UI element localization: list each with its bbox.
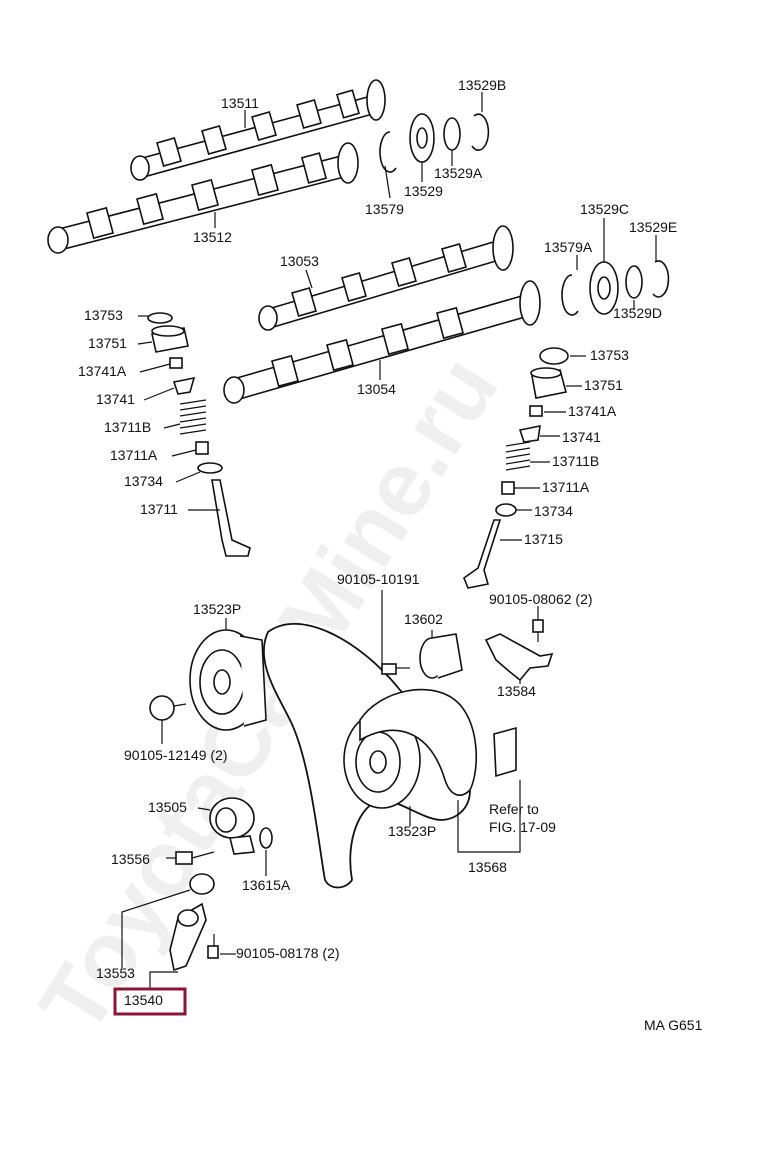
gear-13529C[interactable] <box>589 261 619 315</box>
label-13529E[interactable]: 13529E <box>629 219 677 235</box>
label-13711A-right[interactable]: 13711A <box>542 479 590 495</box>
part-labels: 13511 13512 13529B 13529A 13529 13579 13… <box>78 77 703 1033</box>
label-13540[interactable]: 13540 <box>124 992 163 1008</box>
tensioner-13540[interactable] <box>169 902 207 972</box>
diagram-code: MA G651 <box>644 1017 703 1033</box>
lifter-13751-right[interactable] <box>530 367 567 399</box>
timing-cover-13568[interactable] <box>359 688 478 796</box>
valve-13715[interactable] <box>463 519 502 589</box>
bolt-90105-10191[interactable] <box>381 663 410 675</box>
label-13529D[interactable]: 13529D <box>613 305 662 321</box>
label-13054[interactable]: 13054 <box>357 381 396 397</box>
label-13753-right[interactable]: 13753 <box>590 347 629 363</box>
ring-13529D[interactable] <box>625 265 643 299</box>
snap-ring-13529E[interactable] <box>652 260 670 298</box>
label-13579[interactable]: 13579 <box>365 201 404 217</box>
label-13711B-right[interactable]: 13711B <box>552 453 599 469</box>
label-90105-10191[interactable]: 90105-10191 <box>337 571 420 587</box>
refer-cover-piece[interactable] <box>493 726 517 778</box>
ring-13529A[interactable] <box>443 117 461 151</box>
label-13584[interactable]: 13584 <box>497 683 536 699</box>
keeper-13741A-right[interactable] <box>529 405 543 417</box>
label-13711B-left[interactable]: 13711B <box>104 419 151 435</box>
seal-13711A-left[interactable] <box>195 441 209 455</box>
snap-ring-13579A[interactable] <box>561 274 579 316</box>
retainer-13741-left[interactable] <box>172 376 196 395</box>
camshaft-pulley-13523P-top[interactable] <box>189 629 267 731</box>
camshaft-13511[interactable] <box>130 79 386 181</box>
label-13512[interactable]: 13512 <box>193 229 232 245</box>
label-13505[interactable]: 13505 <box>148 799 187 815</box>
label-13734-left[interactable]: 13734 <box>124 473 163 489</box>
lifter-13751-left[interactable] <box>151 325 189 353</box>
label-13529A[interactable]: 13529A <box>434 165 483 181</box>
spacer-13615A[interactable] <box>259 827 273 849</box>
washer-13734-right[interactable] <box>495 503 517 517</box>
label-refer-line1: Refer to <box>489 801 539 817</box>
label-13529C[interactable]: 13529C <box>580 201 629 217</box>
bracket-13584[interactable] <box>484 633 554 682</box>
label-refer-line2: FIG. 17-09 <box>489 819 556 835</box>
shim-13753-right[interactable] <box>539 347 569 365</box>
bolt-90105-08178[interactable] <box>207 934 219 959</box>
label-13753-left[interactable]: 13753 <box>84 307 123 323</box>
label-13711[interactable]: 13711 <box>140 501 178 517</box>
label-90105-08178[interactable]: 90105-08178 (2) <box>236 945 340 961</box>
seal-13711A-right[interactable] <box>501 481 515 495</box>
label-90105-08062[interactable]: 90105-08062 (2) <box>489 591 593 607</box>
label-13715[interactable]: 13715 <box>524 531 563 547</box>
spring-13711B-left[interactable] <box>179 399 207 435</box>
leader-lines <box>121 92 657 988</box>
gear-13529[interactable] <box>409 113 435 163</box>
shim-13753-left[interactable] <box>147 312 173 324</box>
label-13741-right[interactable]: 13741 <box>562 429 601 445</box>
label-13529B[interactable]: 13529B <box>458 77 506 93</box>
tensioner-pulley-13505[interactable] <box>209 797 256 855</box>
label-13741A-left[interactable]: 13741A <box>78 363 127 379</box>
highlight-box-13540 <box>113 987 187 1016</box>
label-13741-left[interactable]: 13741 <box>96 391 135 407</box>
retainer-13741-right[interactable] <box>518 424 541 443</box>
label-13511[interactable]: 13511 <box>221 95 259 111</box>
label-13529[interactable]: 13529 <box>404 183 443 199</box>
bolt-90105-08062[interactable] <box>532 619 544 642</box>
washer-13734-left[interactable] <box>197 462 223 474</box>
label-13053[interactable]: 13053 <box>280 253 319 269</box>
label-13615A[interactable]: 13615A <box>242 877 291 893</box>
valve-13711[interactable] <box>211 479 251 557</box>
label-13579A[interactable]: 13579A <box>544 239 593 255</box>
label-13602[interactable]: 13602 <box>404 611 443 627</box>
label-90105-12149[interactable]: 90105-12149 (2) <box>124 747 228 763</box>
camshaft-13053[interactable] <box>258 225 514 331</box>
snap-ring-13529B[interactable] <box>471 113 490 151</box>
snap-ring-13579[interactable] <box>379 131 397 173</box>
label-13523P-top[interactable]: 13523P <box>193 601 241 617</box>
camshaft-13512[interactable] <box>47 142 359 254</box>
camshaft-13054[interactable] <box>223 280 541 404</box>
bolt-13556[interactable] <box>175 851 215 865</box>
label-13734-right[interactable]: 13734 <box>534 503 573 519</box>
cap-13553[interactable] <box>189 873 215 895</box>
label-13556[interactable]: 13556 <box>111 851 150 867</box>
idler-13602[interactable] <box>419 633 463 679</box>
label-13523P-mid[interactable]: 13523P <box>388 823 436 839</box>
label-13741A-right[interactable]: 13741A <box>568 403 617 419</box>
keeper-13741A-left[interactable] <box>169 357 183 369</box>
label-13751-left[interactable]: 13751 <box>88 335 127 351</box>
label-13711A-left[interactable]: 13711A <box>110 447 158 463</box>
spring-13711B-right[interactable] <box>505 441 531 471</box>
label-13568[interactable]: 13568 <box>468 859 507 875</box>
bolt-90105-12149[interactable] <box>149 695 187 721</box>
label-13553[interactable]: 13553 <box>96 965 135 981</box>
label-13751-right[interactable]: 13751 <box>584 377 623 393</box>
